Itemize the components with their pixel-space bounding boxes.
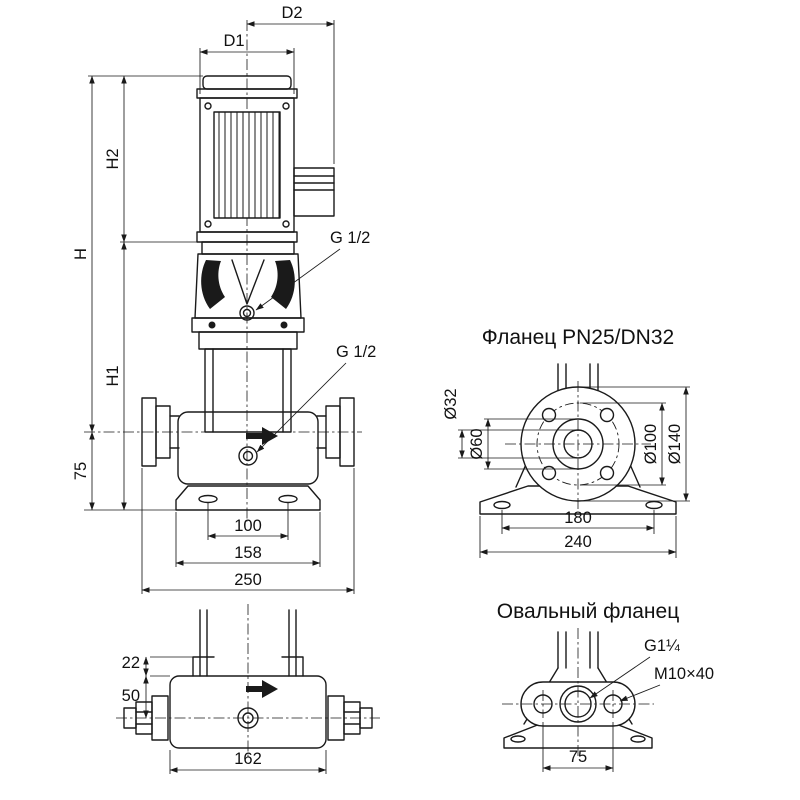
section-dimensions: 22 50 162: [122, 654, 327, 774]
drain-plug: [238, 446, 258, 466]
base-plate: [175, 485, 321, 511]
chamber-stack: [204, 348, 292, 433]
vent-plug: [239, 305, 255, 321]
callout-bolt: M10×40: [654, 665, 714, 683]
dim-h2: H2: [104, 148, 122, 169]
dim-158: 158: [234, 544, 262, 562]
dim-180: 180: [564, 509, 592, 527]
dim-d100: Ø100: [642, 424, 660, 464]
dim-d32: Ø32: [442, 388, 460, 419]
dim-250: 250: [234, 571, 262, 589]
dim-22: 22: [122, 654, 140, 672]
front-plug: [237, 707, 259, 729]
dim-50: 50: [122, 687, 140, 705]
flange-dimensions: Ø32 Ø60 Ø100 Ø140 180 240: [442, 386, 690, 558]
main-dimensions: D2 D1 H H2 H1 75 100 158 250 G 1/2 G 1/2: [72, 4, 376, 594]
oval-flange-title: Овальный фланец: [497, 600, 679, 623]
motor: [196, 75, 335, 243]
oval-flange-view: Овальный фланец G1¼ M10×40 75: [497, 600, 714, 772]
callout-drain-plug: G 1/2: [336, 343, 376, 361]
terminal-box: [293, 167, 335, 217]
dim-75-oval: 75: [569, 748, 587, 766]
callout-vent-plug: G 1/2: [330, 229, 370, 247]
flow-arrow: [246, 680, 278, 698]
dim-100: 100: [234, 517, 262, 535]
dim-d140: Ø140: [666, 424, 684, 464]
dim-d2: D2: [281, 4, 302, 22]
flow-arrow: [246, 427, 278, 445]
dim-75: 75: [72, 462, 90, 480]
lantern-window-left: [201, 260, 225, 309]
main-pump-view: D2 D1 H H2 H1 75 100 158 250 G 1/2 G 1/2: [72, 4, 376, 594]
oval-dimensions: G1¼ M10×40 75: [542, 637, 714, 772]
pump-body: [141, 397, 355, 511]
flange-base: [479, 485, 677, 515]
pump-head-body: [169, 675, 327, 749]
dim-d1: D1: [223, 32, 244, 50]
flange-view-title: Фланец PN25/DN32: [482, 326, 674, 349]
lantern: [191, 241, 305, 350]
flange-view: Фланец PN25/DN32 Ø32 Ø60: [442, 326, 690, 558]
lantern-window-right: [271, 260, 295, 309]
callout-thread: G1¼: [644, 637, 680, 655]
dim-240: 240: [564, 533, 592, 551]
dim-h: H: [72, 248, 90, 260]
dim-h1: H1: [104, 365, 122, 386]
dim-d60: Ø60: [468, 428, 486, 459]
section-view-drawing: [123, 609, 373, 749]
section-view: 22 50 162: [116, 604, 380, 774]
dim-162: 162: [234, 750, 262, 768]
